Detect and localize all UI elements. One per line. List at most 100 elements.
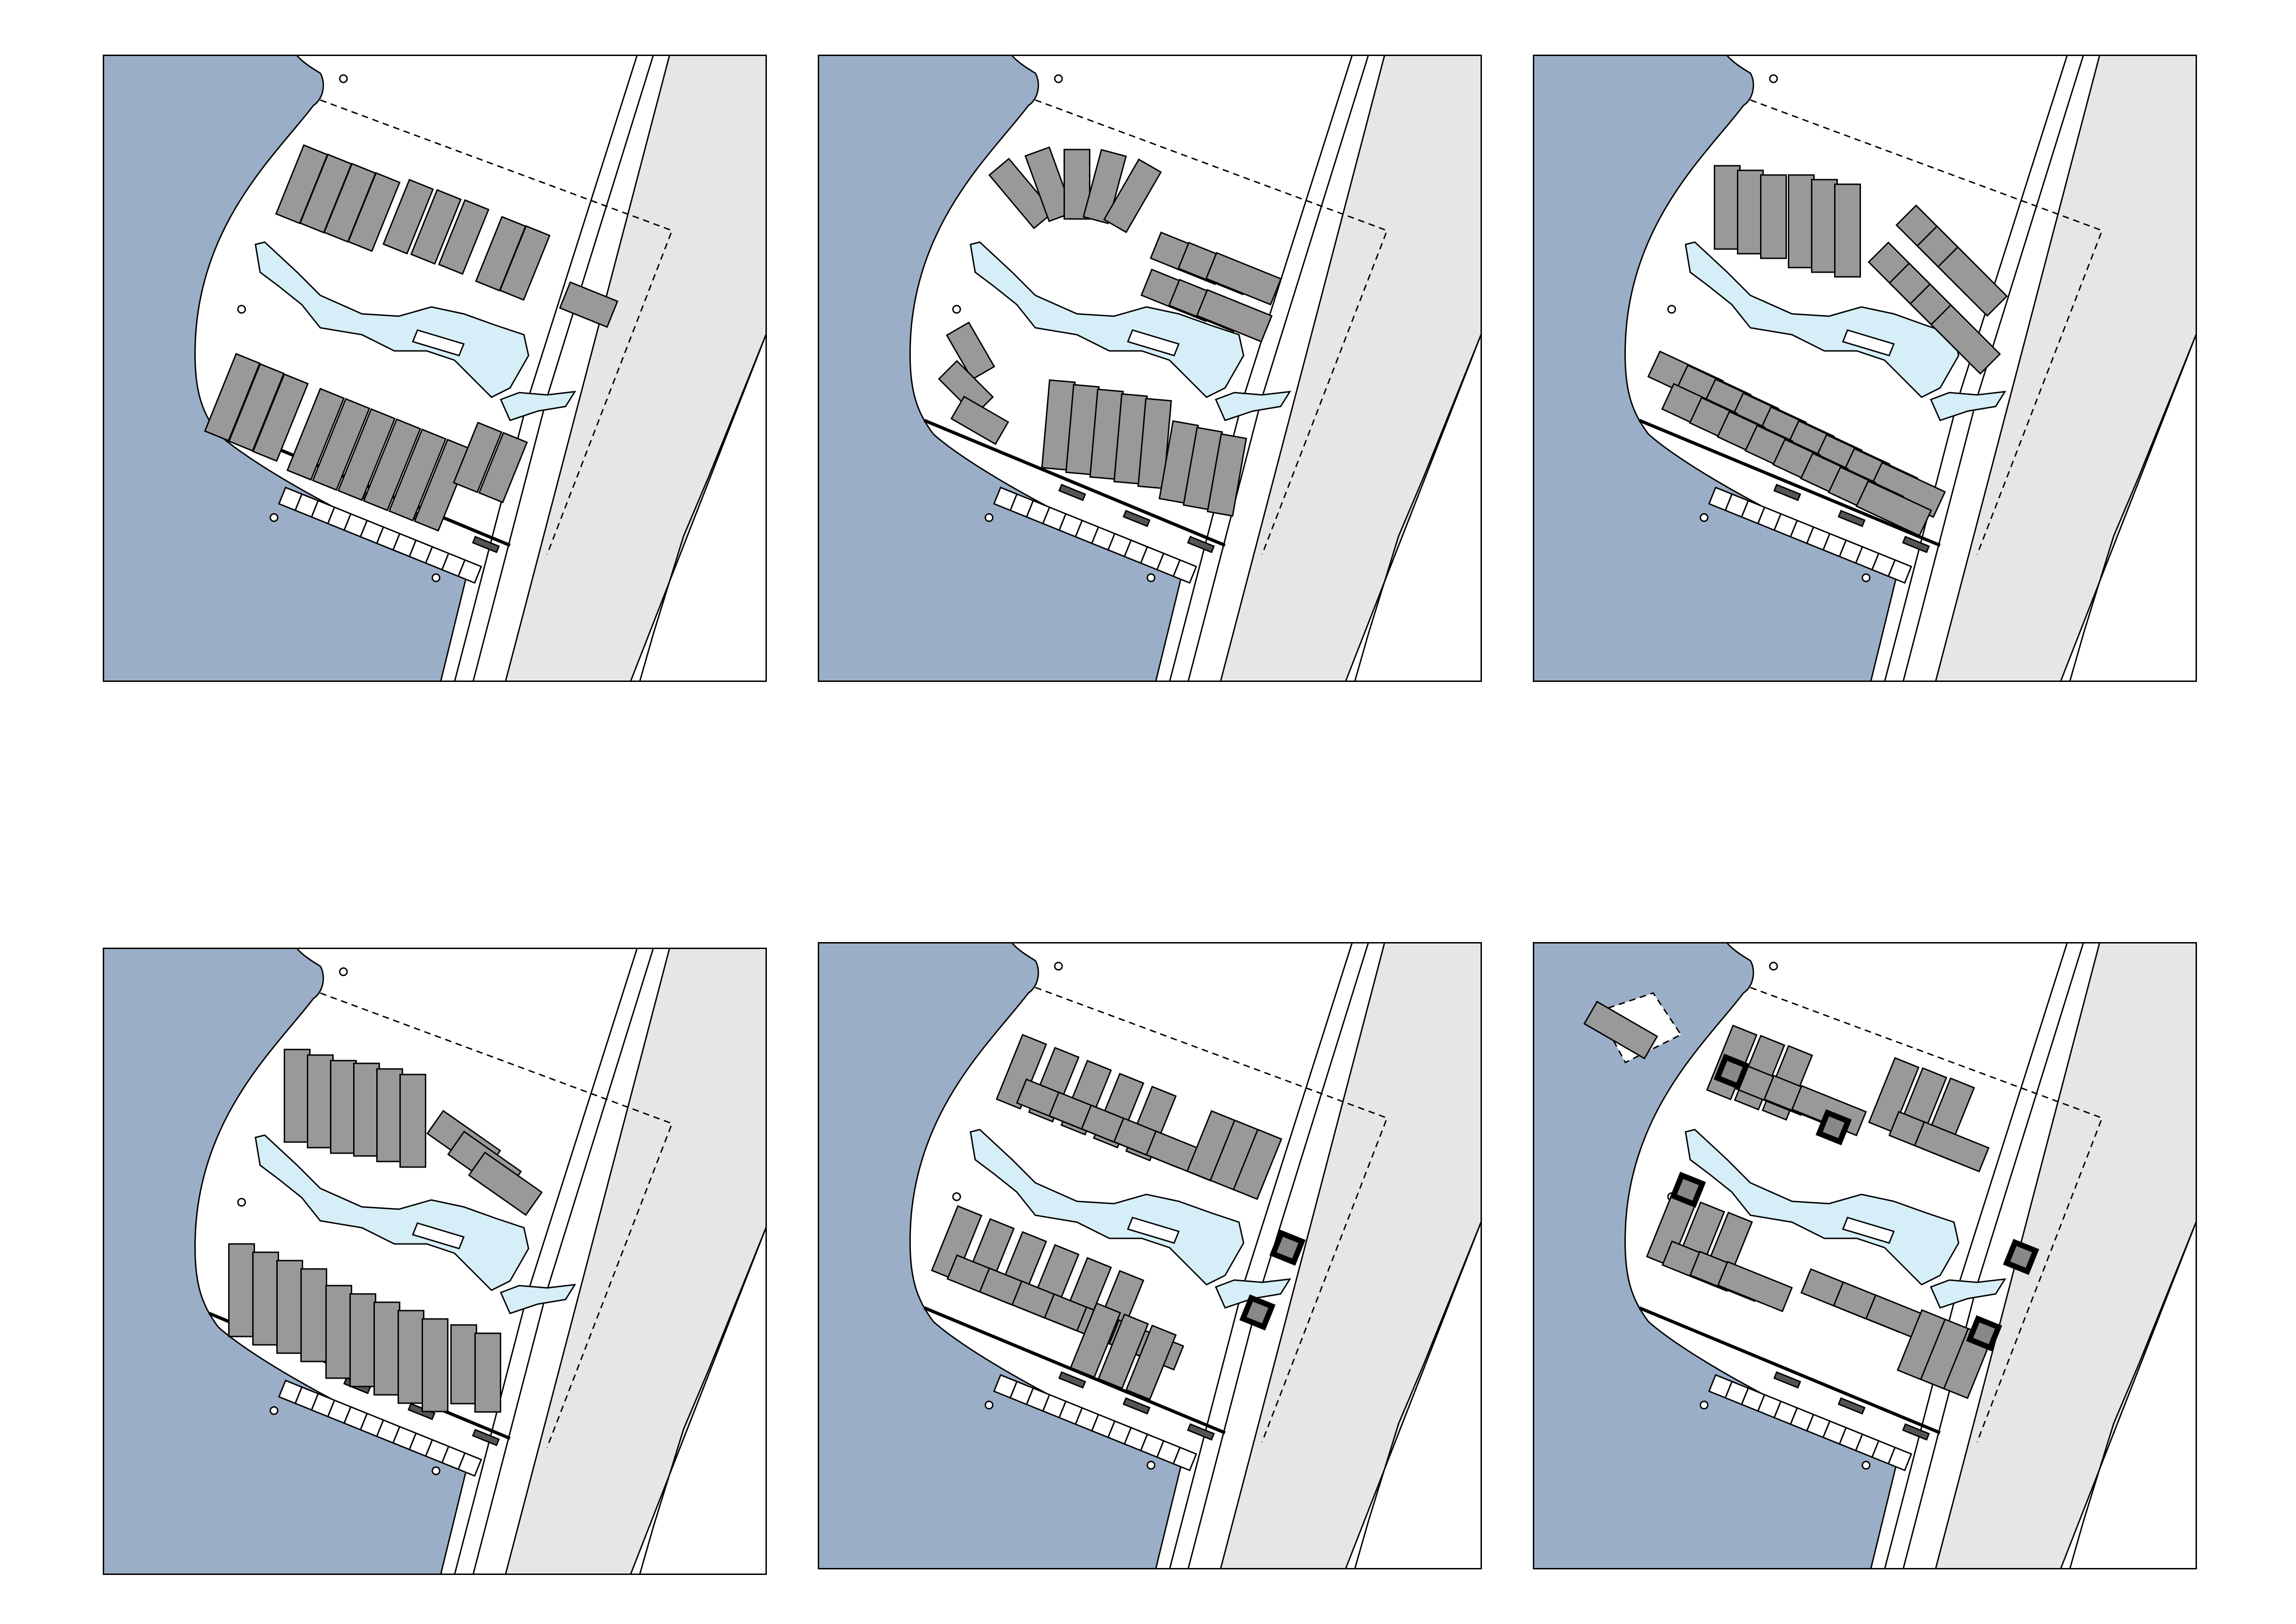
highway-band	[1935, 942, 2197, 1569]
building-block	[286, 387, 345, 481]
site-plan-svg	[103, 948, 767, 1575]
highlighted-unit	[1669, 1171, 1706, 1208]
bollard-marker	[1861, 1461, 1871, 1470]
bollard-marker	[952, 305, 961, 314]
building-block	[349, 1293, 376, 1387]
building-block	[1024, 146, 1074, 222]
building-block	[1937, 246, 2008, 317]
site-plan-svg	[818, 55, 1482, 682]
building-block	[1717, 1261, 1793, 1312]
building-block	[252, 373, 309, 462]
pond-water	[1685, 241, 1960, 398]
building-block	[422, 1318, 448, 1412]
building-block	[1811, 179, 1838, 273]
building-block	[252, 1251, 279, 1346]
bollard-marker	[1699, 1400, 1709, 1410]
bollard-marker	[237, 1198, 246, 1207]
highway-band	[1220, 942, 1482, 1569]
bollard-marker	[1667, 305, 1676, 314]
site-plan-variant-4	[103, 948, 767, 1575]
parked-car	[1902, 536, 1930, 553]
parked-car	[1902, 1423, 1930, 1441]
pond-island	[1842, 1217, 1895, 1244]
site-plan-svg	[1533, 55, 2197, 682]
highlighted-unit	[1239, 1294, 1276, 1331]
building-block	[478, 431, 528, 504]
highlighted-unit	[2003, 1238, 2040, 1275]
site-plan-variant-5	[818, 942, 1482, 1569]
building-block	[1196, 289, 1273, 343]
panel-frame	[818, 55, 1482, 682]
highway-band	[504, 948, 767, 1575]
site-boundary-dashed	[1750, 987, 2103, 1443]
bollard-marker	[1146, 1461, 1156, 1470]
parked-car	[1058, 484, 1086, 501]
seawall-line	[1638, 418, 1941, 547]
highway-band	[1220, 55, 1482, 682]
building-block	[988, 157, 1055, 230]
building-block	[1834, 183, 1861, 278]
pond-island	[1126, 329, 1180, 356]
building-block	[410, 189, 462, 265]
bollard-marker	[431, 1466, 441, 1475]
highlighted-unit	[1966, 1315, 2003, 1352]
parking-row	[278, 1377, 500, 1477]
buildings-variant-3	[1647, 165, 2008, 537]
bollard-marker	[1769, 962, 1778, 971]
building-block	[373, 1301, 400, 1396]
site-boundary-dashed	[1750, 99, 2103, 555]
building-block	[938, 360, 994, 416]
building-block	[330, 1060, 357, 1154]
building-block	[347, 172, 401, 252]
building-block	[1714, 165, 1741, 250]
highway-edge-line	[639, 1225, 767, 1575]
bollard-marker	[339, 967, 348, 976]
building-block	[474, 1332, 501, 1413]
parking-space	[1887, 1446, 1912, 1472]
building-block	[398, 1310, 424, 1404]
pond-inlet	[499, 391, 576, 421]
site-plan-variant-3	[1533, 55, 2197, 682]
building-block	[413, 438, 473, 532]
building-block	[1103, 158, 1162, 233]
parked-car	[472, 536, 500, 553]
buildings-variant-6	[1583, 992, 2040, 1399]
building-block	[1737, 169, 1764, 255]
pond-island	[411, 329, 465, 356]
panel-frame	[103, 55, 767, 682]
parked-car	[1058, 1371, 1086, 1389]
parking-row	[1708, 1371, 1930, 1472]
bollard-marker	[1861, 573, 1871, 582]
parked-car	[1773, 1371, 1801, 1389]
parked-car	[1837, 1397, 1866, 1415]
highlighted-unit	[1713, 1053, 1750, 1090]
building-block	[559, 281, 619, 328]
building-block	[1788, 174, 1815, 269]
parking-row	[993, 484, 1215, 584]
parked-car	[1773, 484, 1801, 501]
site-plan-variant-6	[1533, 942, 2197, 1569]
highlighted-unit	[1815, 1109, 1852, 1146]
seawall-line	[923, 418, 1226, 547]
bollard-marker	[1054, 74, 1063, 83]
buildings-variant-2	[938, 146, 1282, 517]
bollard-marker	[1769, 74, 1778, 83]
panel-frame	[1533, 55, 2197, 682]
building-block	[996, 1034, 1047, 1110]
building-block	[1855, 480, 1932, 537]
building-block	[388, 428, 447, 522]
site-plan-variant-1	[103, 55, 767, 682]
building-block	[1760, 174, 1787, 259]
bollard-marker	[269, 513, 279, 522]
panel-frame	[103, 948, 767, 1575]
bollard-marker	[339, 74, 348, 83]
building-block	[228, 1243, 255, 1337]
parked-car	[1187, 1423, 1215, 1441]
parked-car	[1837, 510, 1866, 527]
pond-island	[411, 1222, 465, 1249]
building-block	[946, 321, 996, 381]
parked-car	[1187, 536, 1215, 553]
highway-edge-line	[2069, 332, 2197, 682]
pond-inlet	[1214, 391, 1291, 421]
building-block	[337, 408, 396, 501]
